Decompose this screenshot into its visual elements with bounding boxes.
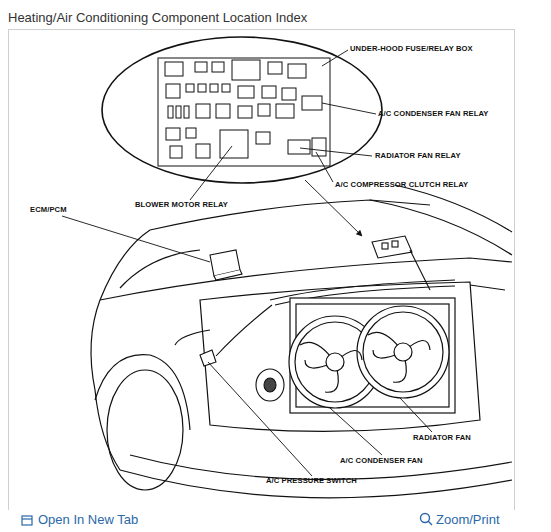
relay	[165, 62, 183, 76]
leader-line	[400, 398, 432, 432]
fuse	[195, 62, 207, 72]
ecm-pcm-unit	[210, 250, 242, 280]
fan-hub	[394, 343, 412, 361]
fuse-relay-box-detail	[158, 58, 330, 166]
compressor-relay	[312, 138, 326, 156]
pipe	[270, 280, 455, 300]
part-label: A/C PRESSURE SWITCH	[266, 476, 357, 485]
fuse	[210, 84, 218, 92]
part-label: A/C COMPRESSOR CLUTCH RELAY	[335, 180, 468, 189]
leader-line	[190, 146, 232, 200]
radiator-frame	[290, 298, 455, 413]
fuse	[198, 84, 206, 92]
part-label: A/C CONDENSER FAN RELAY	[378, 109, 488, 118]
wheel-arch	[95, 355, 190, 430]
fuse	[222, 84, 230, 92]
wheel	[107, 370, 183, 490]
relay	[276, 104, 294, 118]
compressor-pulley	[256, 369, 284, 401]
grille-opening	[200, 282, 480, 431]
fuse-large	[232, 60, 260, 80]
relay	[238, 106, 252, 118]
pressure-switch	[200, 350, 216, 366]
part-label: RADIATOR FAN	[413, 433, 471, 442]
relay	[216, 104, 230, 118]
fender	[91, 300, 120, 470]
fuse	[258, 104, 270, 116]
toolbar	[0, 510, 551, 532]
leader-line	[322, 103, 376, 114]
leader-line	[208, 362, 312, 476]
bumper-top	[130, 455, 512, 479]
radiator-assembly	[270, 280, 455, 413]
part-label: UNDER-HOOD FUSE/RELAY BOX	[350, 44, 473, 53]
fuse-blade	[168, 106, 173, 118]
part-label: A/C CONDENSER FAN	[340, 456, 423, 465]
fan-blades	[368, 332, 430, 382]
leader-line	[300, 148, 372, 156]
compressor	[200, 305, 284, 401]
relay	[170, 146, 182, 158]
toolbar-link: Zoom/Print	[436, 512, 500, 527]
detail-ellipse	[102, 37, 382, 183]
relay	[288, 64, 306, 78]
toolbar-link: Open In New Tab	[38, 512, 138, 527]
fuse-blade	[184, 106, 189, 118]
fuse-blade	[176, 106, 181, 118]
relay	[238, 86, 254, 98]
fuse-box-outline	[158, 58, 330, 166]
tab-icon	[22, 516, 32, 525]
radiator-fan-relay	[288, 140, 310, 154]
part-label: BLOWER MOTOR RELAY	[135, 200, 228, 209]
relay	[196, 144, 210, 158]
leader-line	[62, 216, 210, 262]
hood-crease	[120, 250, 200, 288]
fan-blades	[300, 342, 362, 392]
wire	[410, 250, 430, 290]
relay	[166, 128, 180, 140]
part-label: ECM/PCM	[30, 205, 67, 214]
compressor-clutch	[264, 378, 276, 392]
radiator-fan	[357, 306, 449, 398]
leader-line	[330, 408, 382, 455]
fuse-box-body	[372, 236, 412, 258]
leader-lines	[62, 50, 432, 476]
fuse	[186, 84, 194, 92]
relay	[282, 88, 296, 100]
relay-small	[392, 241, 398, 247]
bumper	[120, 470, 512, 498]
fuse	[268, 62, 282, 74]
part-label: RADIATOR FAN RELAY	[375, 151, 461, 160]
ecm-side	[214, 270, 242, 280]
fan-ring	[363, 312, 443, 392]
grille-edge	[470, 285, 505, 290]
car-body	[91, 185, 512, 498]
hood-front-edge	[100, 258, 512, 300]
windshield-top	[395, 185, 512, 232]
fuse	[186, 128, 196, 138]
blower-motor-relay	[220, 130, 248, 158]
fan-hub	[326, 353, 344, 371]
relay	[196, 104, 210, 118]
fender-line	[100, 230, 150, 300]
relay-small	[382, 243, 388, 249]
fuse	[212, 62, 224, 72]
leader-line	[316, 152, 333, 182]
relay	[302, 96, 322, 110]
zoom-icon	[421, 514, 433, 526]
frame	[9, 30, 515, 511]
relay	[262, 86, 276, 98]
open-tab-icon	[22, 516, 32, 525]
headlight-edge	[175, 330, 210, 345]
page-title: Heating/Air Conditioning Component Locat…	[8, 10, 307, 25]
relay	[256, 132, 270, 144]
leader-line	[322, 50, 348, 66]
relay	[166, 84, 180, 98]
tab-icon-bar	[22, 518, 32, 519]
ac-line	[216, 305, 272, 356]
magnifier-handle	[428, 521, 432, 525]
